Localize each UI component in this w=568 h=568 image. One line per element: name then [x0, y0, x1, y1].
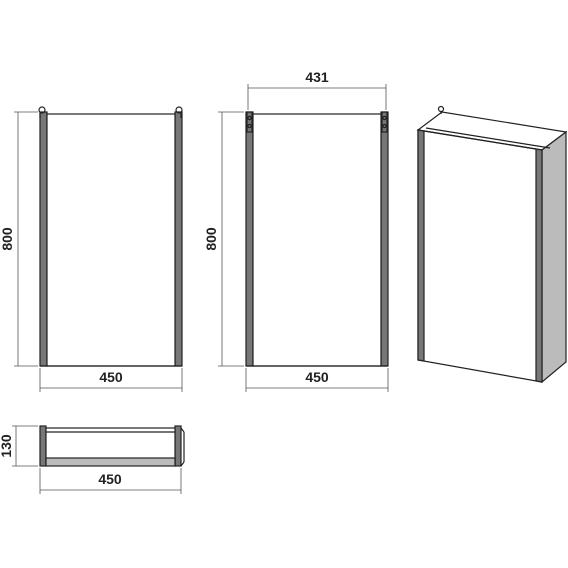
back-bracket-spacing-label: 431: [305, 69, 329, 85]
back-hanging-bracket-left: [246, 111, 253, 133]
top-view: 130 450: [0, 425, 185, 494]
front-hanging-hook-left: [38, 106, 46, 118]
top-view-depth-dimension: 130: [0, 425, 38, 467]
top-view-left-side: [39, 425, 47, 467]
front-left-side-panel: [39, 111, 48, 367]
iso-front-door: [417, 129, 543, 383]
top-view-depth-label: 130: [0, 434, 14, 458]
back-width-label: 450: [305, 369, 329, 385]
iso-hanging-hook: [437, 105, 445, 114]
front-view: 800 450: [0, 106, 183, 392]
back-hanging-bracket-right: [381, 111, 388, 133]
back-right-side-panel: [380, 111, 389, 367]
front-width-dimension: 450: [39, 368, 183, 392]
back-bracket-spacing-dimension: 431: [247, 69, 387, 110]
back-height-label: 800: [203, 227, 219, 251]
top-view-door-front: [45, 457, 176, 467]
front-height-label: 800: [0, 227, 15, 251]
back-width-dimension: 450: [245, 368, 389, 392]
top-view-width-label: 450: [98, 471, 122, 487]
iso-right-side-face: [541, 130, 567, 384]
back-height-dimension: 800: [203, 111, 244, 367]
iso-door-right-edge: [535, 148, 543, 383]
back-view: 431 800 450: [203, 69, 389, 392]
front-width-label: 450: [99, 369, 123, 385]
top-view-right-side: [174, 425, 182, 467]
front-right-side-panel: [174, 111, 183, 367]
isometric-view: [416, 105, 568, 384]
front-door-panel: [46, 113, 176, 367]
iso-door-left-edge: [417, 129, 425, 362]
back-left-side-panel: [245, 111, 254, 367]
back-panel: [252, 113, 382, 367]
top-view-width-dimension: 450: [39, 468, 182, 494]
front-hanging-hook-right: [175, 106, 183, 118]
front-height-dimension: 800: [0, 111, 38, 367]
